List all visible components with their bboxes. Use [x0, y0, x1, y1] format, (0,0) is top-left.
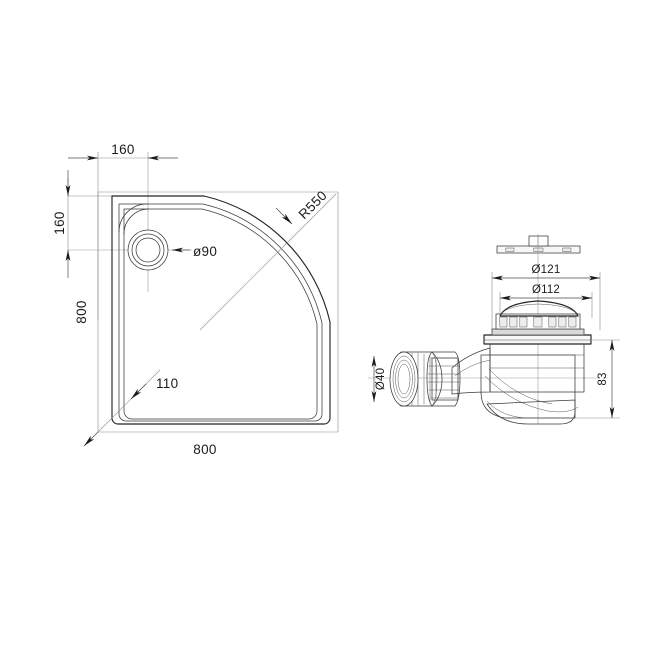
dim-label-cap-diameter: Ø112: [532, 284, 560, 296]
waste-grille-ring: [495, 313, 581, 330]
dim-cap-diameter: Ø112: [499, 284, 593, 318]
waste-diameter-leader: ø90: [172, 244, 217, 259]
dim-waste-offset-y: 160: [52, 170, 71, 278]
tray-waste-outlet: [127, 229, 169, 271]
dim-tray-width: 800: [193, 442, 216, 457]
tray-outline: [111, 195, 331, 425]
dim-label-trap-height: 83: [597, 372, 609, 385]
inner-edge-leader: [83, 369, 161, 447]
dim-outer-flange: Ø121: [491, 264, 601, 330]
dim-label-160-x: 160: [111, 142, 134, 157]
dim-label-800-width: 800: [193, 442, 216, 457]
waste-inlet-assembly: [389, 351, 461, 407]
outlet-cap-nut: [389, 351, 443, 407]
dim-label-inner-edge: 110: [156, 376, 178, 391]
dim-waste-offset-x: 160: [68, 142, 178, 161]
waste-grate-key: [496, 235, 581, 254]
dim-label-outer-flange: Ø121: [532, 264, 561, 276]
dim-label-outlet-diameter: Ø40: [375, 368, 387, 390]
dim-label-800-height: 800: [74, 300, 89, 323]
tray-plan-view: 160 160 800 800 ø90 R55: [52, 142, 339, 457]
dim-label-160-y: 160: [52, 211, 67, 234]
dim-trap-height: 83: [575, 339, 620, 419]
knurled-ring-nut: [426, 351, 461, 407]
tray-extension-lines: [67, 152, 192, 320]
dim-outlet-diameter: Ø40: [371, 356, 387, 402]
corner-radius-leader: [199, 193, 337, 331]
dim-tray-height: 800: [74, 300, 89, 323]
tray-bounding-box: [97, 191, 339, 433]
dim-label-waste-diameter: ø90: [193, 244, 217, 259]
waste-trap-view: Ø121 Ø112: [368, 234, 620, 425]
waste-trap-body: [451, 300, 592, 425]
